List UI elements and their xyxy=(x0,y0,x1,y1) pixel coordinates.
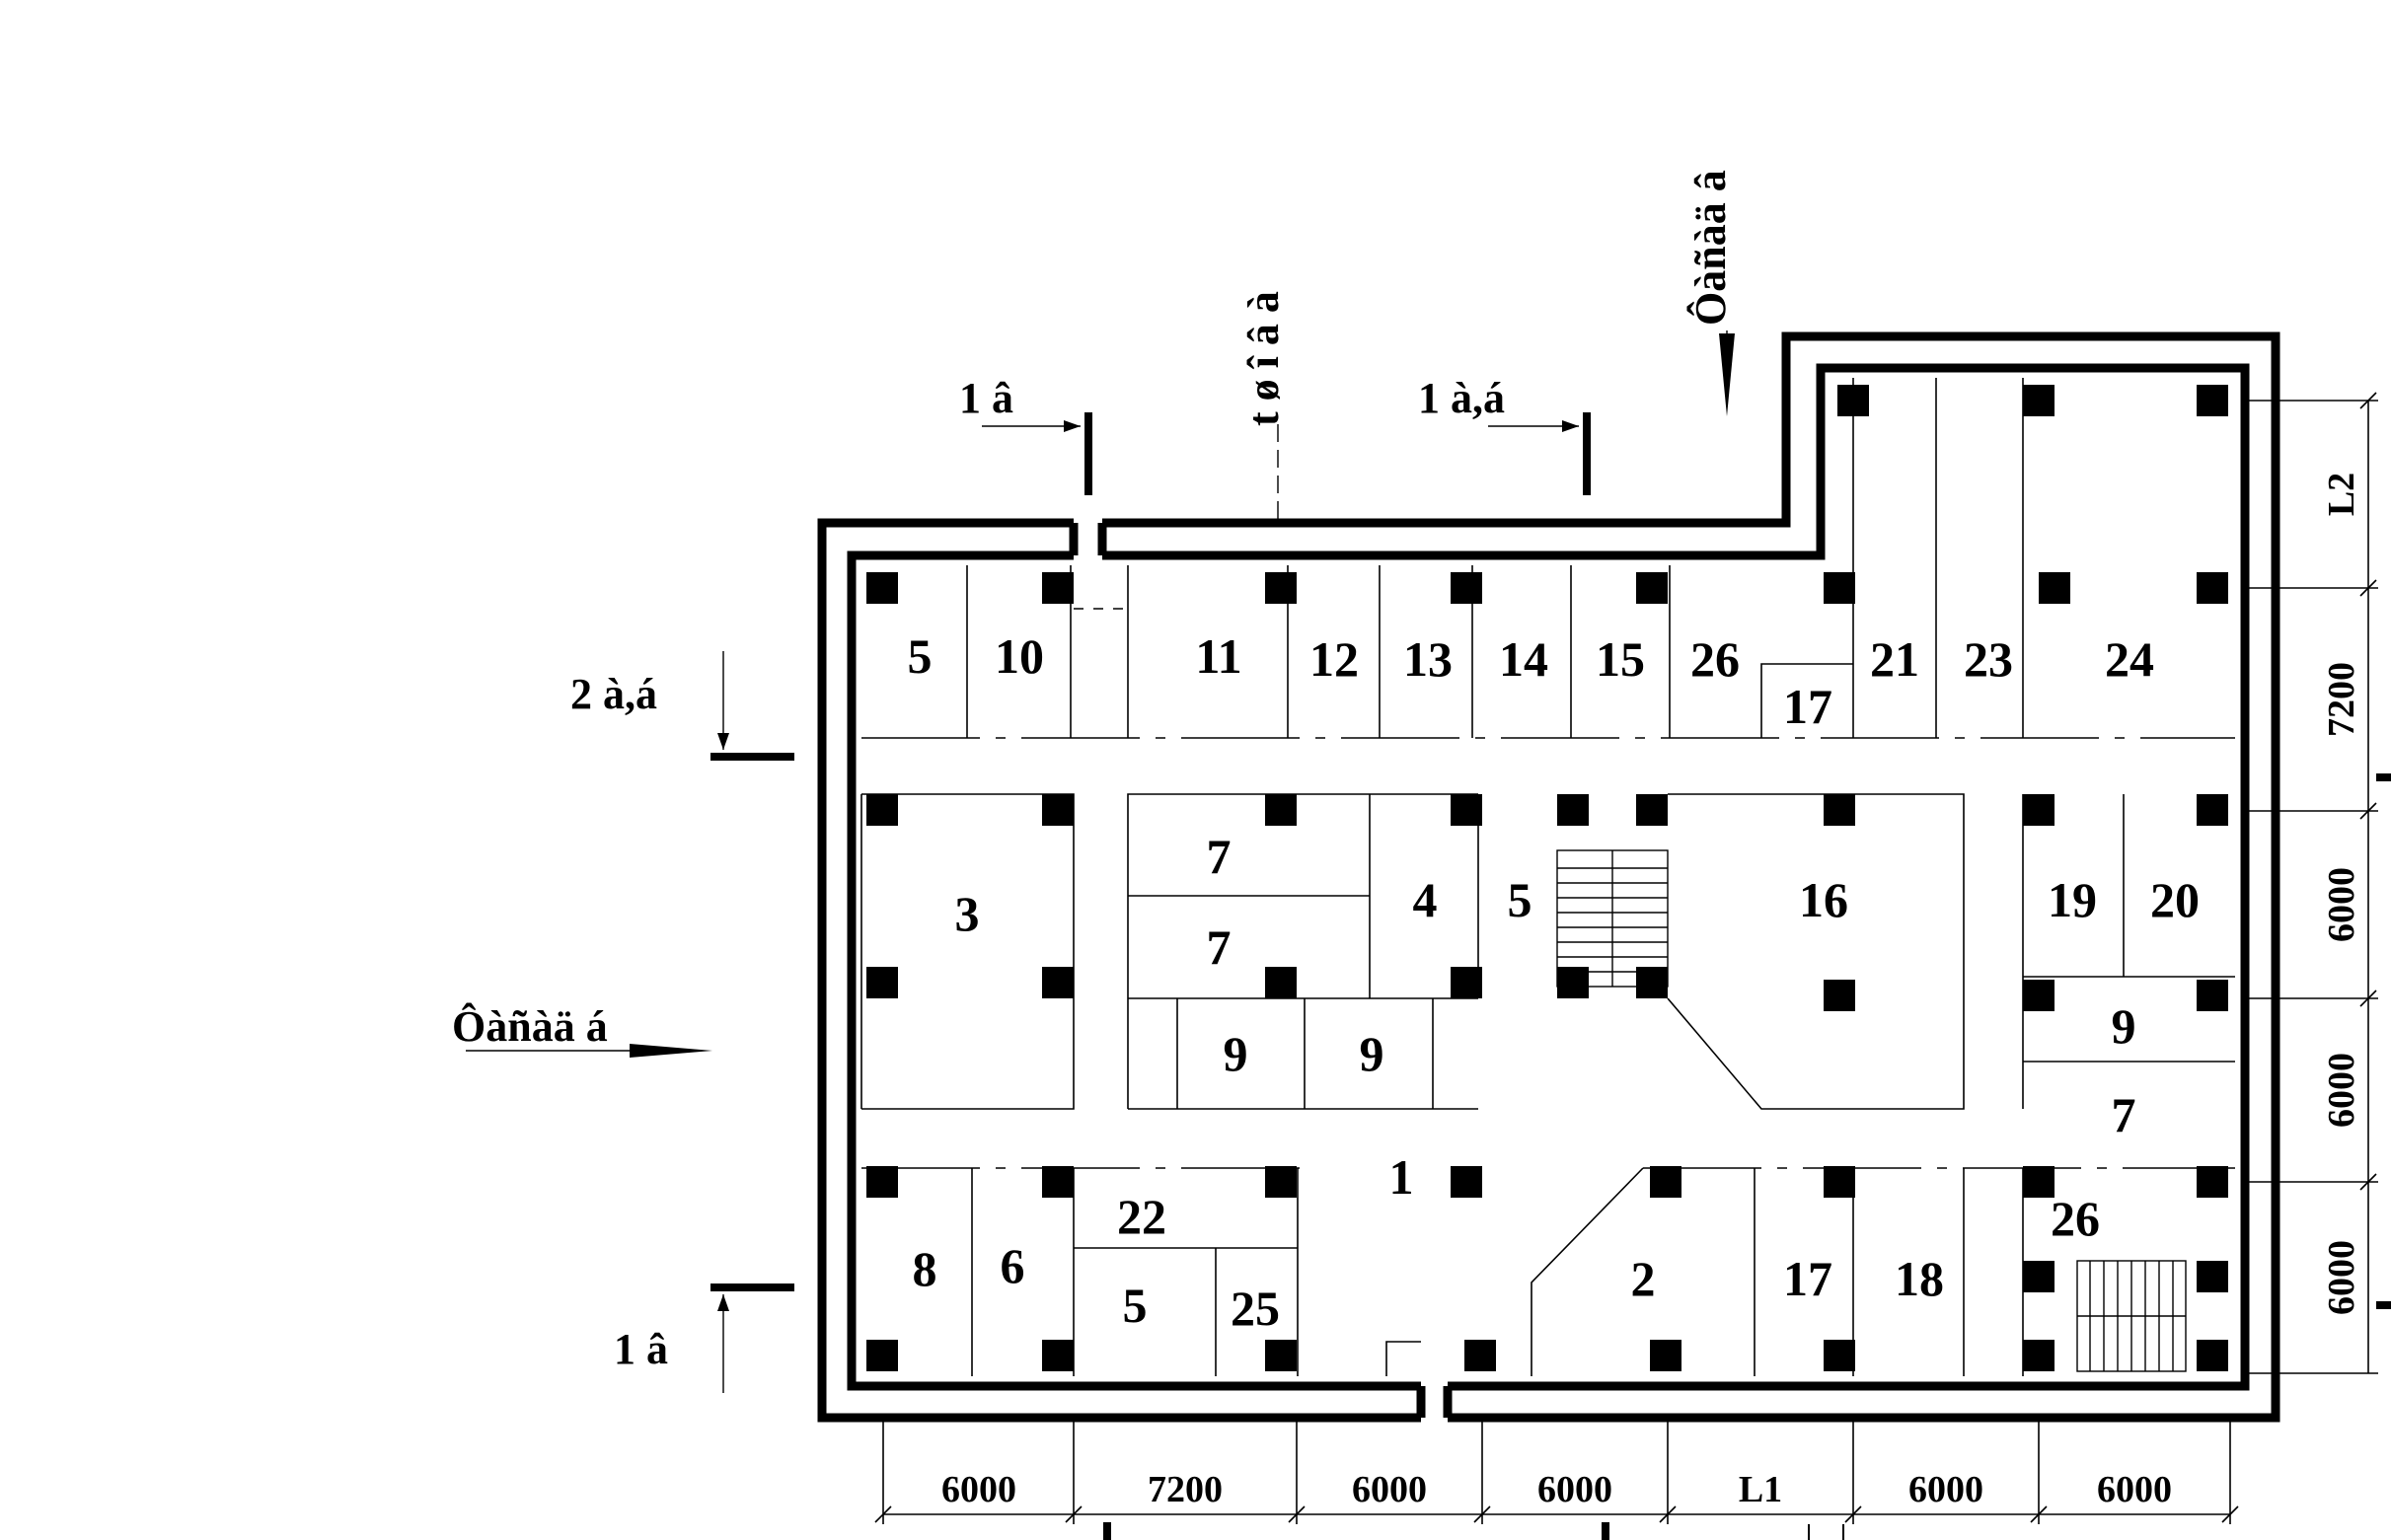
dimension-label: 6000 xyxy=(2321,867,2362,942)
room-label: 9 xyxy=(1224,1026,1248,1081)
section-labels: 1 â 1 à,á 2 à,á 1 â xyxy=(570,374,1505,1373)
room-label: 6 xyxy=(1001,1238,1025,1293)
facade-label: Ôàñàä á xyxy=(452,1002,608,1051)
room-label: 18 xyxy=(1895,1251,1944,1306)
stair-core-middle xyxy=(1556,849,1669,988)
room-label: 9 xyxy=(1360,1026,1384,1081)
dimension-label: 6000 xyxy=(1537,1469,1612,1510)
room-label: 5 xyxy=(1123,1278,1148,1333)
room-label: 2 xyxy=(1631,1251,1656,1306)
columns xyxy=(866,385,2228,1371)
room-label: 4 xyxy=(1413,872,1438,927)
partitions xyxy=(860,378,2235,1376)
facade-arrow-left: Ôàñàä á xyxy=(452,1002,712,1058)
section-label: 1 â xyxy=(959,374,1013,422)
outer-walls xyxy=(817,331,2280,1423)
room-label: 17 xyxy=(1783,679,1832,734)
dimension-label: 6000 xyxy=(1352,1469,1427,1510)
dimension-label: 6000 xyxy=(2097,1469,2172,1510)
right-dimension-labels: L2 7200 6000 6000 6000 xyxy=(2321,473,2362,1315)
room-label: 19 xyxy=(2048,872,2097,927)
facade-arrow-top: Ôàñàä â xyxy=(1686,170,1735,416)
room-label: 9 xyxy=(2112,998,2136,1054)
outer-wall-inner-line-left xyxy=(847,550,1421,1391)
dimension-label: 6000 xyxy=(2321,1053,2362,1128)
right-dimension-lines xyxy=(2245,392,2378,1374)
room-label: 16 xyxy=(1799,872,1848,927)
room-label: 20 xyxy=(2150,872,2200,927)
dimension-label: L2 xyxy=(2321,473,2362,516)
room-label: 13 xyxy=(1403,631,1453,687)
section-label: 2 à,á xyxy=(570,670,657,718)
room-label: 14 xyxy=(1499,631,1548,687)
room-label: 8 xyxy=(913,1241,937,1296)
dimension-label: 6000 xyxy=(2321,1240,2362,1315)
room-label: 5 xyxy=(908,628,933,684)
room-label: 1 xyxy=(1389,1149,1414,1205)
room-label: 22 xyxy=(1117,1189,1166,1244)
room-label: 26 xyxy=(1690,631,1740,687)
bottom-dimension-lines xyxy=(874,1421,2239,1524)
dimension-label: 7200 xyxy=(1148,1469,1223,1510)
room-label: 3 xyxy=(955,886,980,941)
outer-wall-inner-line-right xyxy=(1102,363,2250,1391)
room-label: 17 xyxy=(1783,1251,1832,1306)
facade-label: Ôàñàä â xyxy=(1686,170,1735,326)
room-label: 5 xyxy=(1508,872,1532,927)
room-label: 7 xyxy=(1207,829,1232,884)
room-label: 26 xyxy=(2051,1191,2100,1246)
dimension-label: 6000 xyxy=(1908,1469,1983,1510)
section-label: 1 à,á xyxy=(1418,374,1505,422)
stair-core-corner xyxy=(2076,1260,2187,1372)
room-label: 15 xyxy=(1596,631,1645,687)
dimension-label: 6000 xyxy=(941,1469,1016,1510)
dimension-label: L1 xyxy=(1739,1469,1782,1510)
right-axis-stubs xyxy=(2376,773,2391,1309)
dimension-label: 7200 xyxy=(2321,662,2362,737)
outer-wall-outer-line-left xyxy=(817,518,1421,1423)
room-label: 7 xyxy=(2112,1087,2136,1142)
room-label: 11 xyxy=(1195,628,1241,684)
room-label: 10 xyxy=(995,628,1044,684)
bottom-dimension-labels: 6000 7200 6000 6000 L1 6000 6000 xyxy=(941,1469,2172,1510)
room-label: 25 xyxy=(1231,1281,1280,1336)
room-label: 7 xyxy=(1207,919,1232,975)
room-label: 24 xyxy=(2105,631,2154,687)
section-label: 1 â xyxy=(614,1325,668,1373)
top-axis: t ø î â à xyxy=(1239,291,1288,521)
room-label: 12 xyxy=(1309,631,1359,687)
bottom-axis-stubs xyxy=(1103,1522,1844,1540)
room-label: 21 xyxy=(1870,631,1919,687)
room-labels: 5 10 11 12 13 14 15 26 17 21 23 24 3 7 7… xyxy=(908,628,2201,1336)
section-markers xyxy=(710,412,1591,1393)
room-label: 23 xyxy=(1964,631,2013,687)
axis-label: t ø î â à xyxy=(1239,291,1288,426)
outer-wall-outer-line-right xyxy=(1102,331,2280,1423)
